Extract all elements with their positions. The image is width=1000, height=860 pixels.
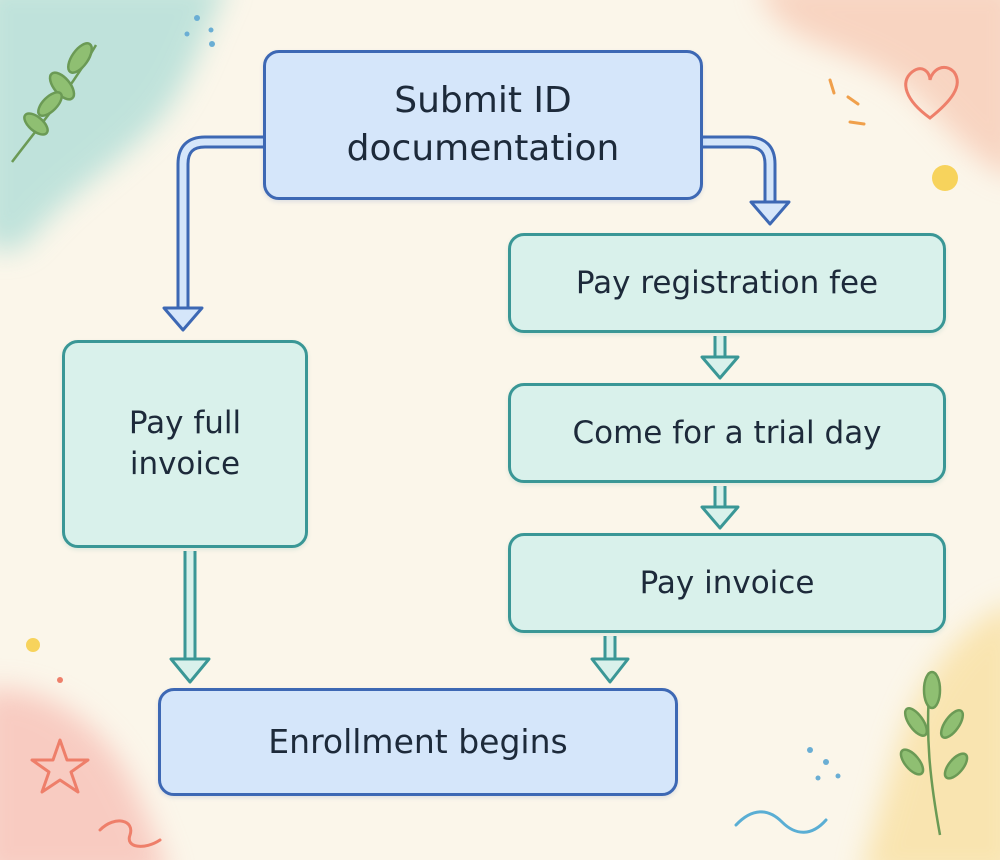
sparkle-dots-icon — [184, 15, 215, 47]
arrow-payinv-to-enroll — [590, 636, 630, 684]
node-label: Pay invoice — [639, 564, 815, 601]
sparkle-dots-icon-bottom — [807, 747, 841, 781]
node-label: Come for a trial day — [572, 414, 882, 451]
leaf-sprig-icon-bottom — [899, 670, 969, 836]
arrow-submit-to-regfee — [700, 135, 791, 226]
node-submit-id-documentation[interactable]: Submit ID documentation — [263, 50, 703, 200]
node-come-for-trial-day[interactable]: Come for a trial day — [508, 383, 946, 483]
node-label: Enrollment begins — [268, 722, 568, 762]
spark-lines-icon — [828, 78, 866, 126]
node-label: Pay registration fee — [575, 264, 879, 301]
watercolor-blob-top-right — [763, 0, 1000, 173]
node-pay-full-invoice[interactable]: Pay full invoice — [62, 340, 308, 548]
watercolor-blob-bottom-left — [0, 688, 164, 860]
dot-icon-yellow — [932, 165, 958, 191]
node-label: Submit ID documentation — [346, 80, 620, 169]
heart-icon — [904, 66, 959, 120]
dot-icon-small — [26, 638, 63, 683]
node-label: Pay full invoice — [128, 405, 242, 482]
arrow-submit-to-payfull — [162, 135, 266, 332]
leaf-sprig-icon — [11, 42, 98, 163]
node-pay-invoice[interactable]: Pay invoice — [508, 533, 946, 633]
node-pay-registration-fee[interactable]: Pay registration fee — [508, 233, 946, 333]
node-enrollment-begins[interactable]: Enrollment begins — [158, 688, 678, 796]
arrow-regfee-to-trial — [700, 336, 740, 380]
swirl-icon — [98, 819, 162, 848]
arrow-payfull-to-enroll — [169, 551, 211, 684]
star-icon — [30, 738, 90, 794]
arrow-trial-to-payinv — [700, 486, 740, 530]
watercolor-blob-top-left — [0, 0, 221, 251]
wave-icon — [734, 810, 828, 834]
watercolor-blob-bottom-right — [865, 608, 1000, 860]
